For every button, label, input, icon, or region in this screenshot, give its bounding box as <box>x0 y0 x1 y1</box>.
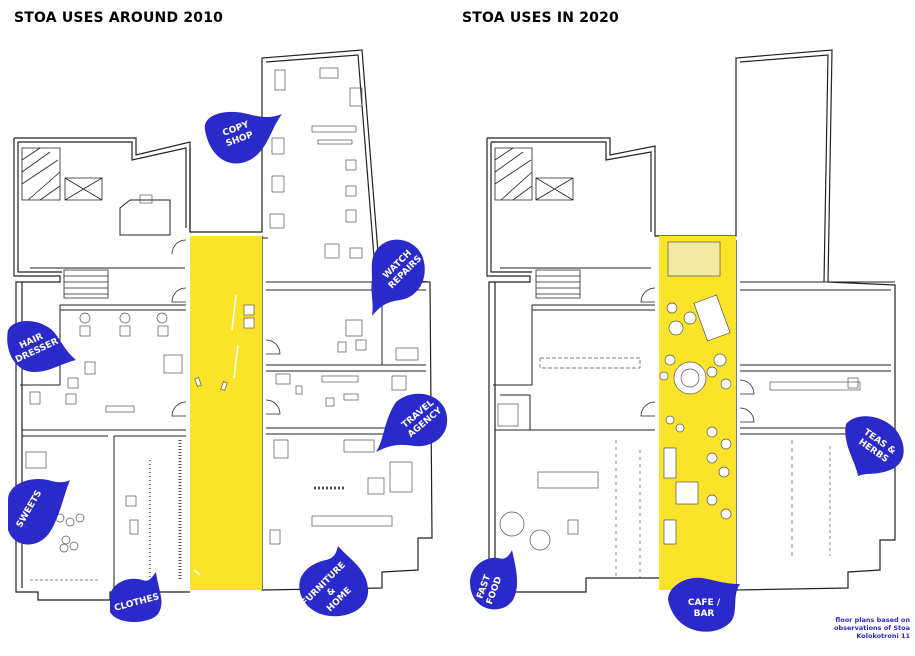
blob-travel-agency <box>376 393 448 452</box>
floor-plan-2010 <box>13 49 433 601</box>
title-2020: STOA USES IN 2020 <box>462 10 620 26</box>
blob-furniture-home <box>299 546 369 617</box>
title-2010: STOA USES AROUND 2010 <box>14 10 224 26</box>
interior-walls <box>493 267 895 435</box>
label-cafe-bar: CAFE / BAR <box>687 598 721 619</box>
blob-sweets <box>8 478 70 545</box>
blob-cafe-bar <box>668 577 740 632</box>
blob-fast-food <box>470 550 518 610</box>
furniture-2010 <box>25 67 419 581</box>
small-stairs <box>535 269 581 299</box>
staircase <box>21 147 103 201</box>
passage-items <box>193 294 255 576</box>
blob-watch-repairs <box>371 239 425 316</box>
sweets-clothes-rooms <box>22 435 186 592</box>
floor-plan-2020 <box>486 49 896 593</box>
doors <box>640 287 755 423</box>
cafe-furniture <box>659 241 732 545</box>
staircase <box>494 147 574 201</box>
blob-copy-shop <box>204 111 282 164</box>
blob-teas-herbs <box>845 416 904 476</box>
furniture-2020 <box>497 357 861 580</box>
blob-hair-dresser <box>7 321 76 372</box>
upper-room <box>30 199 185 269</box>
doors <box>171 239 281 417</box>
source-note: floor plans based on observations of Sto… <box>834 616 910 640</box>
blob-clothes <box>110 572 162 622</box>
passage-2010 <box>190 236 262 590</box>
small-stairs <box>63 269 109 299</box>
